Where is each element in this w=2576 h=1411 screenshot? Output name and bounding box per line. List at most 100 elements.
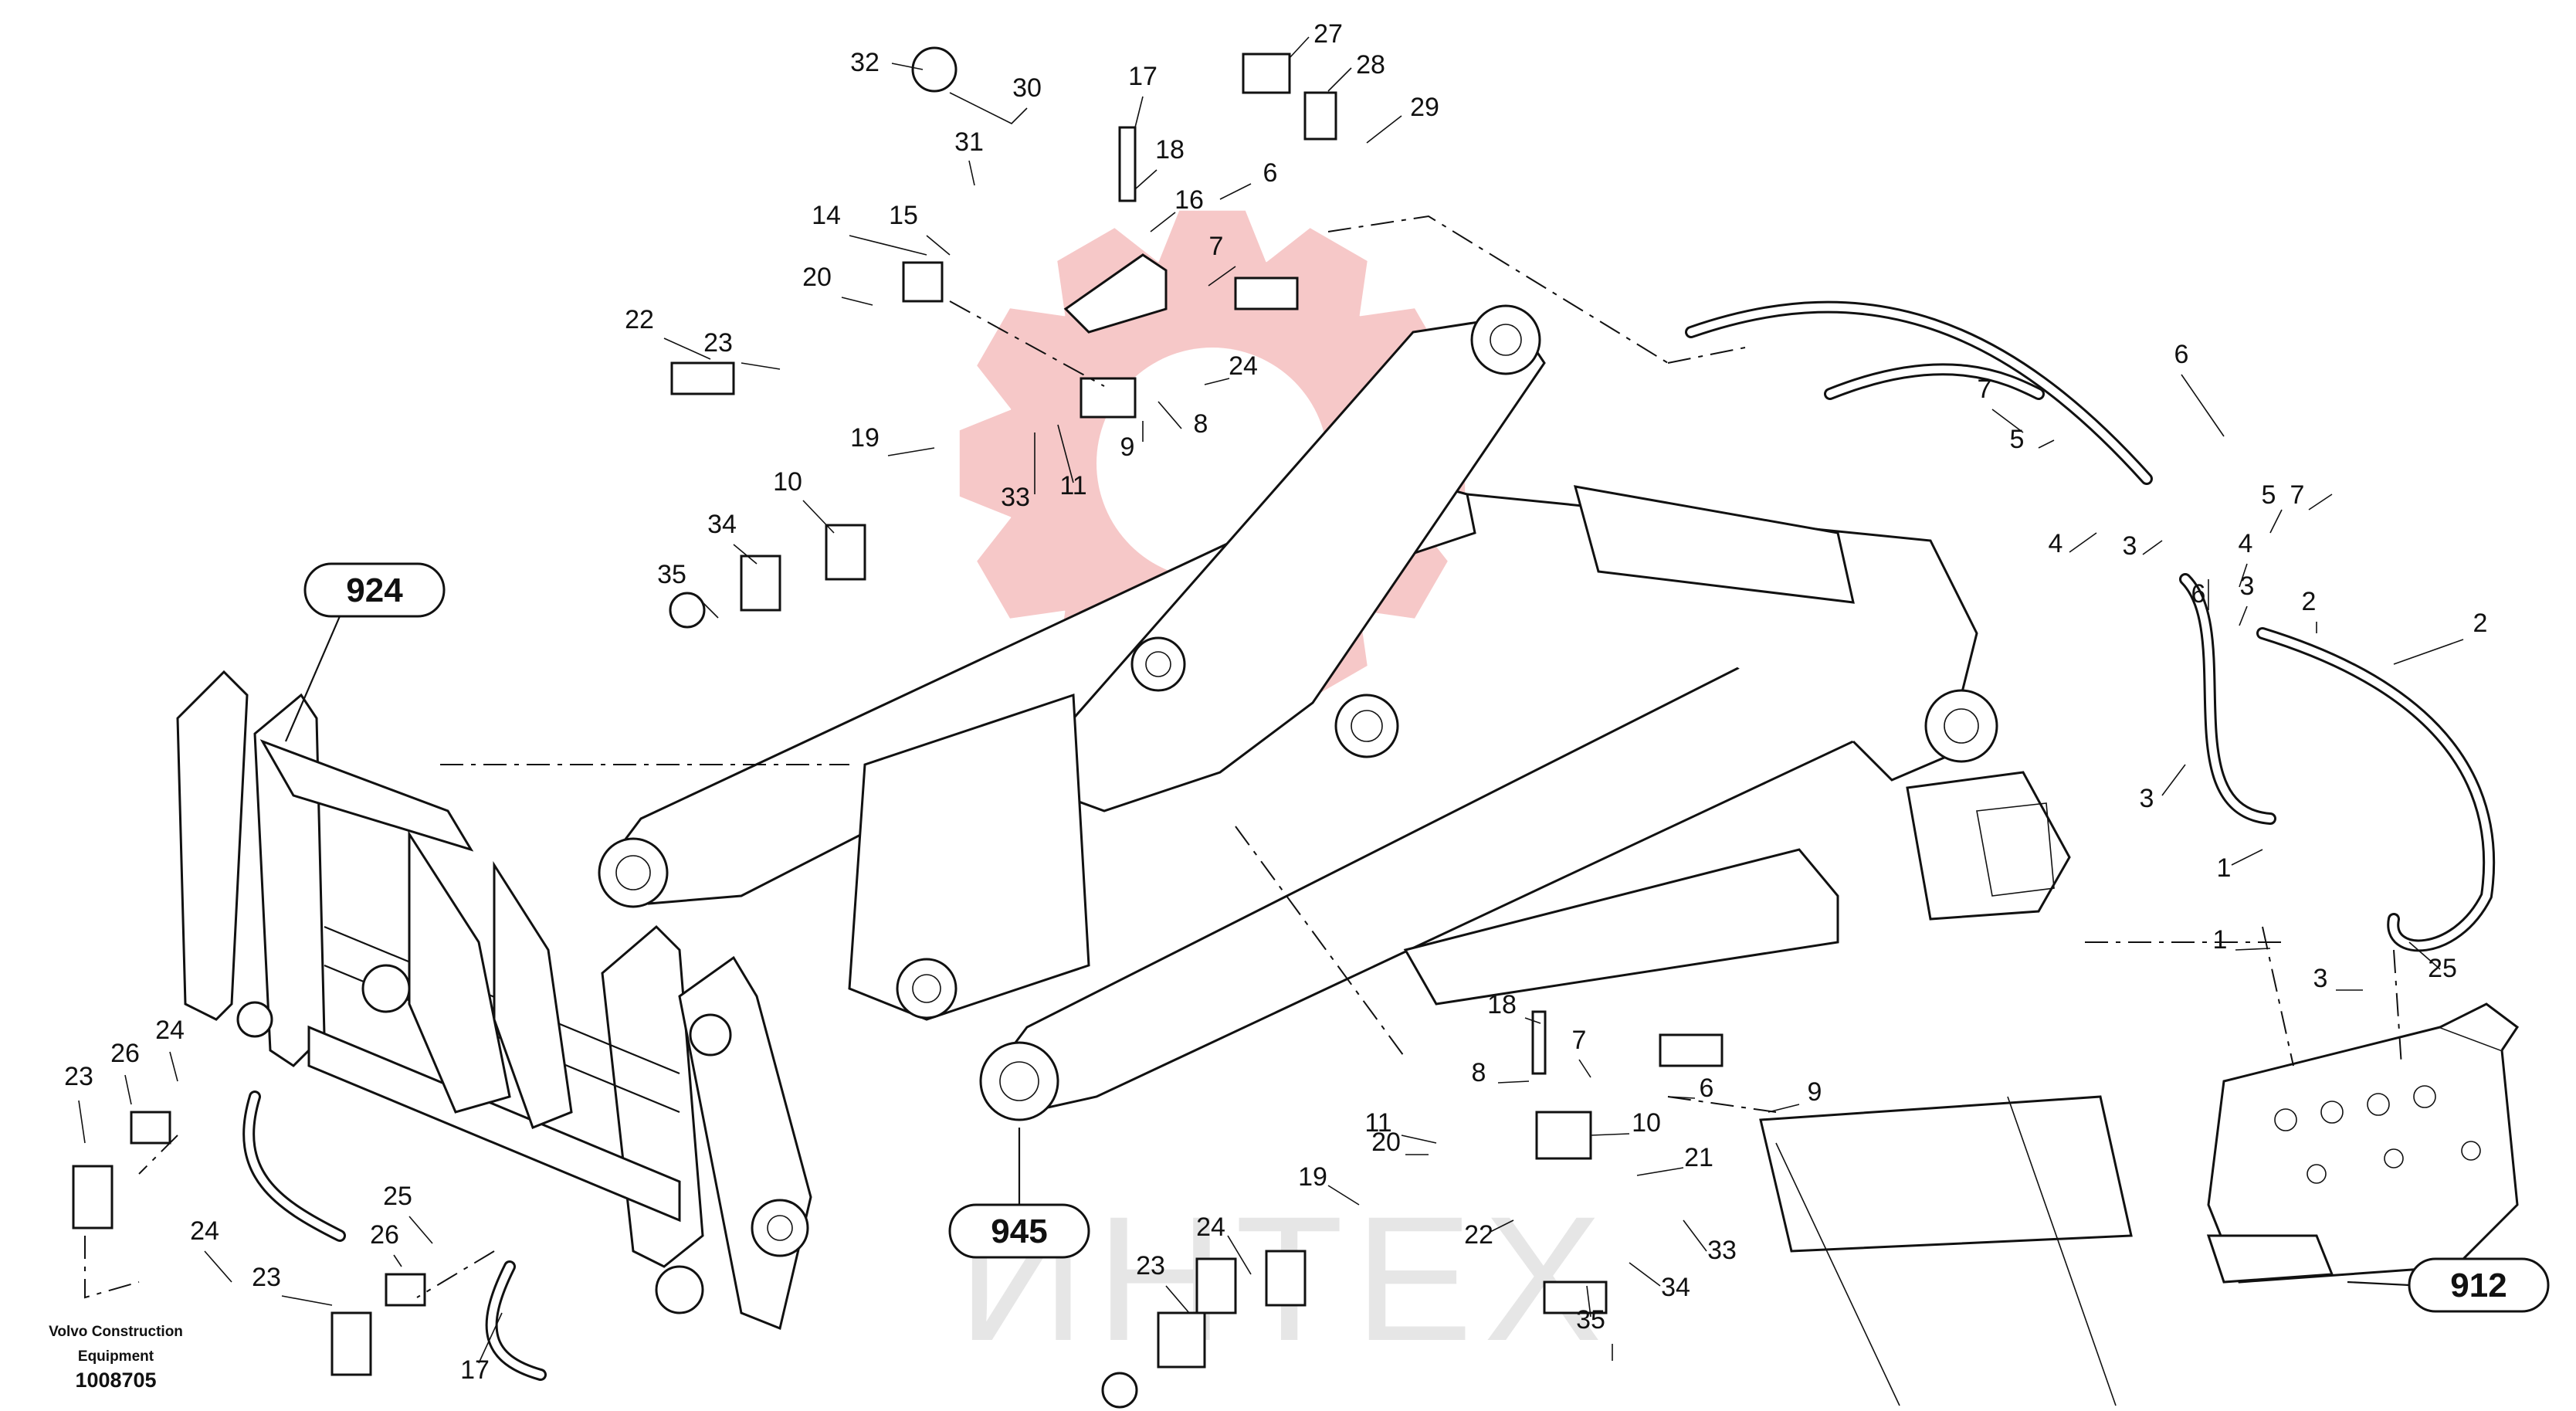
callout-6: 6 — [2191, 579, 2206, 609]
callout-leader-33 — [2239, 563, 2248, 588]
quick-coupler — [176, 670, 812, 1331]
callout-24: 24 — [1196, 1213, 1225, 1242]
callout-14: 14 — [812, 201, 841, 230]
caption-line2: Equipment — [78, 1348, 154, 1365]
callout-23: 23 — [703, 328, 733, 358]
callout-leader-62 — [1629, 1262, 1661, 1287]
callout-leader-34 — [2239, 605, 2248, 626]
callout-leader-41 — [2408, 941, 2441, 970]
callout-leader-0 — [891, 63, 924, 70]
callout-leader-31 — [2308, 494, 2333, 510]
callout-31: 31 — [954, 127, 984, 157]
callout-leader-58 — [1636, 1167, 1684, 1176]
callout-28: 28 — [1356, 50, 1385, 80]
callout-2: 2 — [2302, 587, 2317, 616]
callout-leader-36 — [2393, 639, 2464, 665]
callout-7: 7 — [1978, 375, 1992, 404]
callout-leader-8 — [1150, 212, 1176, 232]
callout-leader-47 — [393, 1254, 402, 1267]
callout-21: 21 — [1684, 1143, 1713, 1172]
callout-leader-37 — [2161, 764, 2186, 796]
callout-leader-51 — [1497, 1080, 1530, 1084]
callout-leader-21 — [1057, 424, 1074, 483]
callout-leader-48 — [281, 1295, 333, 1306]
control-valve — [2206, 1002, 2520, 1284]
callout-5: 5 — [2262, 480, 2276, 510]
callout-6: 6 — [1263, 158, 1278, 188]
callout-leader-15 — [741, 362, 781, 370]
callout-11: 11 — [1364, 1108, 1391, 1138]
callout-8: 8 — [1472, 1058, 1486, 1087]
callout-29: 29 — [1410, 93, 1439, 122]
callout-leader-60 — [1327, 1185, 1360, 1206]
callout-leader-16 — [1204, 378, 1230, 385]
callout-24: 24 — [1229, 351, 1258, 381]
callout-23: 23 — [1136, 1251, 1165, 1280]
caption: Volvo Construction Equipment 1008705 — [49, 1324, 183, 1392]
callout-leader-12 — [841, 297, 873, 306]
callout-18: 18 — [1487, 990, 1517, 1019]
callout-26: 26 — [110, 1039, 140, 1068]
callout-leader-43 — [169, 1051, 178, 1082]
callout-7: 7 — [2290, 480, 2305, 510]
callout-15: 15 — [889, 201, 918, 230]
callout-leader-6 — [1327, 67, 1352, 92]
callout-leader-65 — [1165, 1285, 1190, 1314]
callout-9: 9 — [1120, 432, 1135, 462]
callout-25: 25 — [383, 1182, 412, 1211]
callout-22: 22 — [1464, 1220, 1493, 1250]
callout-leader-22 — [802, 500, 835, 534]
callout-leader-4 — [1134, 169, 1158, 190]
caption-line1: Volvo Construction — [49, 1324, 183, 1340]
reference-945: 945 — [948, 1128, 1090, 1259]
callout-35: 35 — [1576, 1305, 1605, 1335]
callout-32: 32 — [850, 48, 880, 77]
callout-19: 19 — [850, 423, 880, 453]
callout-leader-56 — [1401, 1135, 1437, 1144]
fittings — [72, 46, 1724, 1409]
callout-23: 23 — [64, 1062, 93, 1091]
callout-leader-11 — [926, 235, 951, 256]
callout-leader-64 — [1586, 1285, 1591, 1318]
callout-7: 7 — [1209, 232, 1224, 261]
loader-arm-frame — [598, 304, 2133, 1406]
callout-11: 11 — [1059, 471, 1086, 500]
callout-leader-55 — [1590, 1133, 1630, 1136]
callout-20: 20 — [1371, 1128, 1401, 1157]
hydraulic-hoses — [242, 300, 2496, 1381]
callout-leaders — [78, 36, 2464, 1364]
callout-25: 25 — [2428, 954, 2457, 983]
callout-leader-32 — [2269, 509, 2283, 534]
callout-4: 4 — [2239, 529, 2253, 558]
callout-30: 30 — [1012, 73, 1042, 103]
callout-leader-59 — [1683, 1219, 1707, 1252]
callout-20: 20 — [802, 263, 832, 292]
callout-leader-61 — [1490, 1219, 1514, 1233]
callout-leader-52 — [1578, 1059, 1591, 1078]
callout-10: 10 — [1632, 1108, 1661, 1138]
callout-23: 23 — [252, 1263, 281, 1292]
callout-18: 18 — [1155, 135, 1185, 165]
callout-5: 5 — [2010, 425, 2025, 454]
callout-17: 17 — [1128, 62, 1158, 91]
callout-leader-17 — [1158, 401, 1182, 429]
callout-1: 1 — [2217, 853, 2232, 883]
callout-leader-38 — [2231, 849, 2263, 866]
callout-leader-42 — [124, 1074, 132, 1105]
callout-leader-1 — [949, 92, 1028, 124]
callout-leader-9 — [1219, 183, 1252, 200]
callout-3: 3 — [2123, 531, 2137, 561]
callout-leader-39 — [2235, 948, 2271, 951]
callout-7: 7 — [1572, 1026, 1587, 1055]
callout-leader-49 — [478, 1312, 503, 1364]
callout-leader-23 — [733, 544, 758, 565]
callout-27: 27 — [1313, 19, 1343, 49]
callout-1: 1 — [2213, 925, 2228, 955]
callout-leader-63 — [1227, 1235, 1252, 1275]
callout-16: 16 — [1174, 185, 1204, 215]
caption-number: 1008705 — [75, 1369, 156, 1392]
callout-10: 10 — [773, 467, 802, 497]
callout-35: 35 — [657, 560, 686, 589]
